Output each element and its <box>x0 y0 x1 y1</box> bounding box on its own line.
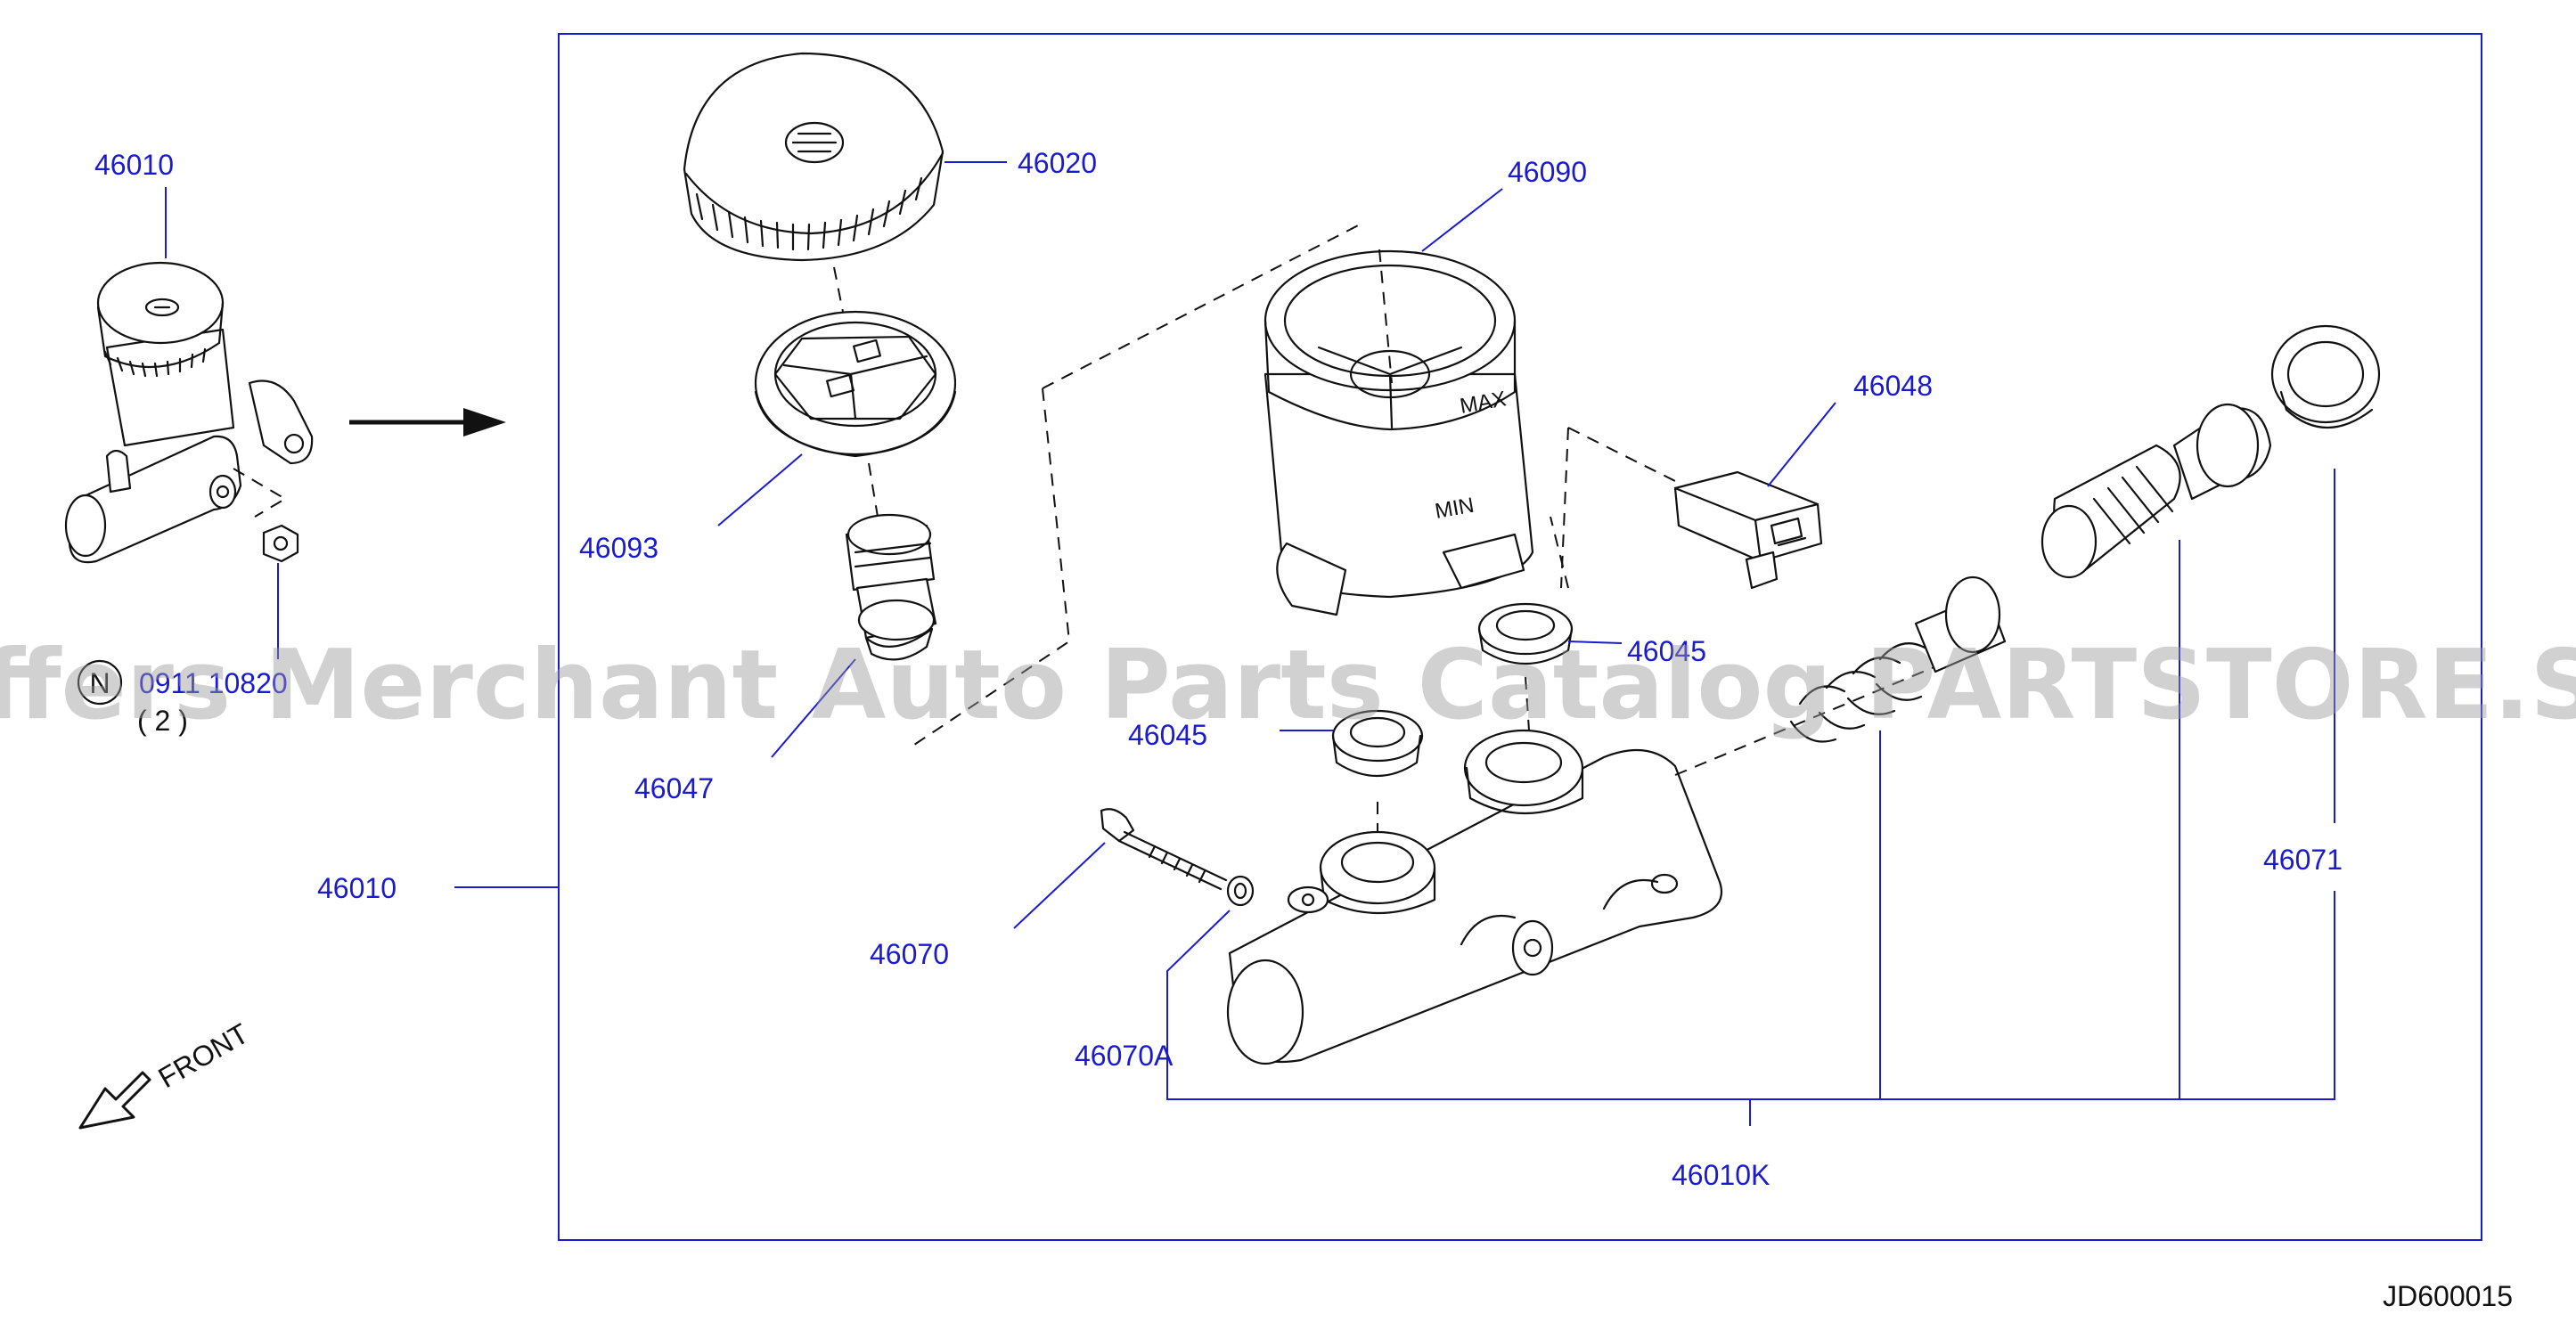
nut-quantity: ( 2 ) <box>137 705 188 737</box>
front-arrow-icon <box>78 1071 151 1130</box>
washer-drawing <box>1226 875 1255 907</box>
piston-spring-drawing <box>1789 575 2007 743</box>
label-46070: 46070 <box>870 938 949 970</box>
nut-symbol: N <box>89 667 110 699</box>
nut-callout: N 0911 10820 ( 2 ) <box>77 659 288 737</box>
bolt-drawing <box>1100 808 1228 891</box>
label-46070A: 46070A <box>1075 1040 1174 1072</box>
reservoir-drawing: MAX MIN <box>1263 249 1534 616</box>
label-46048: 46048 <box>1853 370 1933 402</box>
label-46071: 46071 <box>2263 844 2343 876</box>
secondary-piston-drawing <box>2040 403 2272 579</box>
grommet-right-drawing <box>1477 602 1574 665</box>
label-46045-right: 46045 <box>1627 635 1706 667</box>
label-46010-main: 46010 <box>317 872 397 904</box>
watermark-text: Offers Merchant Auto Parts Catalog PARTS… <box>0 630 2576 741</box>
reservoir-cap-drawing <box>683 52 945 262</box>
label-46045-left: 46045 <box>1128 719 1207 751</box>
reservoir-dashed-outline-right <box>1560 427 1676 589</box>
reservoir-dashed-outline <box>908 222 1569 749</box>
detail-arrow <box>349 408 506 437</box>
label-46093: 46093 <box>579 532 658 564</box>
grommet-left-drawing <box>1331 709 1424 777</box>
front-indicator: FRONT <box>78 1017 254 1130</box>
piston-cup-seal-drawing <box>2270 324 2381 428</box>
label-46020: 46020 <box>1018 147 1097 179</box>
front-label: FRONT <box>153 1017 254 1094</box>
leader-lines <box>165 161 2335 1126</box>
label-46090: 46090 <box>1508 156 1587 188</box>
check-valve-drawing <box>845 513 937 661</box>
grommet-center-line-right <box>1525 676 1530 731</box>
diaphragm-center-line <box>868 462 879 518</box>
master-cylinder-body-drawing <box>1226 729 1723 1065</box>
overview-master-cylinder-drawing <box>64 261 314 659</box>
nut-part-number: 0911 10820 <box>139 667 288 699</box>
label-46010K: 46010K <box>1672 1159 1770 1191</box>
assembly-frame <box>558 33 2482 1241</box>
reference-code: JD600015 <box>2383 1280 2513 1312</box>
level-sensor-drawing <box>1673 470 1823 590</box>
reservoir-center-line <box>1378 249 1393 384</box>
diaphragm-drawing <box>754 310 957 458</box>
label-46047: 46047 <box>634 772 714 804</box>
label-46010-overview: 46010 <box>94 149 174 181</box>
